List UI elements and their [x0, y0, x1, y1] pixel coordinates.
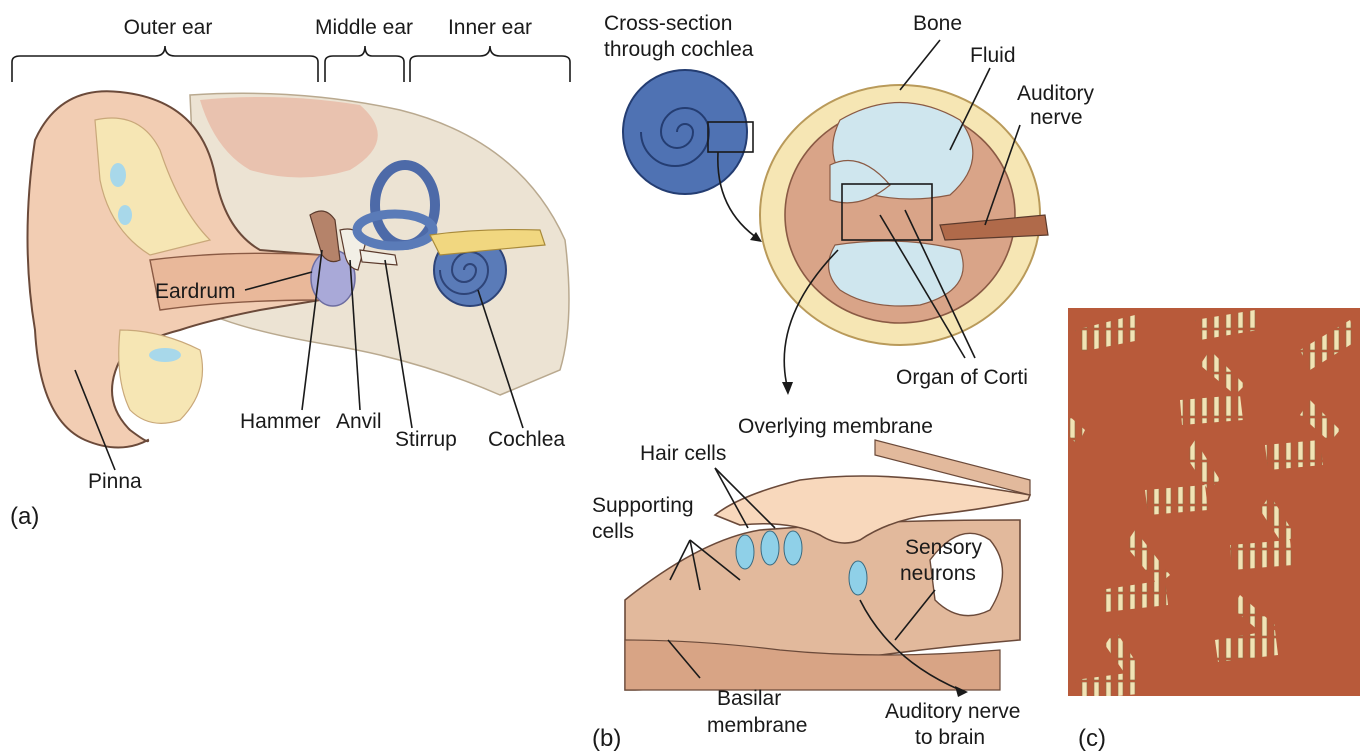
sensory-neurons-label-2: neurons: [900, 562, 976, 585]
pinna-label: Pinna: [88, 470, 142, 493]
basilar-membrane-label-1: Basilar: [717, 687, 781, 710]
auditory-nerve-label-1: Auditory: [1017, 82, 1095, 105]
lobe-cartilage: [119, 330, 203, 423]
fluid-label: Fluid: [970, 44, 1016, 67]
bone-label: Bone: [913, 12, 962, 35]
inner-ear-label: Inner ear: [448, 16, 532, 39]
hair-cells-label: Hair cells: [640, 442, 726, 465]
hair-cell-1: [736, 535, 754, 569]
spot-2: [118, 205, 132, 225]
hair-cell-3: [784, 531, 802, 565]
hammer-label: Hammer: [240, 410, 321, 433]
auditory-nerve-label-2: nerve: [1030, 106, 1083, 129]
panel-b-tag: (b): [592, 725, 621, 752]
bone-line: [900, 40, 940, 90]
supporting-cells-label-1: Supporting: [592, 494, 694, 517]
supporting-cells-label-2: cells: [592, 520, 634, 543]
arrow-2-head: [782, 382, 793, 395]
stirrup-label: Stirrup: [395, 428, 457, 451]
sensory-neurons-label-1: Sensory: [905, 536, 983, 559]
outer-ear-bracket: [12, 46, 318, 82]
spot-3: [149, 348, 181, 362]
eardrum-label: Eardrum: [155, 280, 236, 303]
middle-ear-bracket: [325, 46, 404, 82]
overlying-membrane-label: Overlying membrane: [738, 415, 933, 438]
panel-a-tag: (a): [10, 503, 39, 530]
outer-ear-label: Outer ear: [124, 16, 213, 39]
panel-b: Cross-section through cochlea Bone Fluid…: [592, 12, 1095, 752]
inner-ear-bracket: [410, 46, 570, 82]
spot-1: [110, 163, 126, 187]
nerve-to-brain-label-2: to brain: [915, 726, 985, 749]
anvil-label: Anvil: [336, 410, 382, 433]
panel-a: Outer ear Middle ear Inner ear Eardrum H…: [10, 16, 570, 530]
cross-section-label-2: through cochlea: [604, 38, 754, 61]
organ-of-corti-label: Organ of Corti: [896, 366, 1028, 389]
panel-c-tag: (c): [1078, 725, 1106, 752]
hair-cell-2: [761, 531, 779, 565]
middle-ear-label: Middle ear: [315, 16, 413, 39]
panel-c: (c): [1068, 308, 1360, 752]
cochlea-label: Cochlea: [488, 428, 565, 451]
hair-cell-4: [849, 561, 867, 595]
nerve-to-brain-label-1: Auditory nerve: [885, 700, 1020, 723]
basilar-membrane-label-2: membrane: [707, 714, 807, 737]
cross-section-label-1: Cross-section: [604, 12, 732, 35]
